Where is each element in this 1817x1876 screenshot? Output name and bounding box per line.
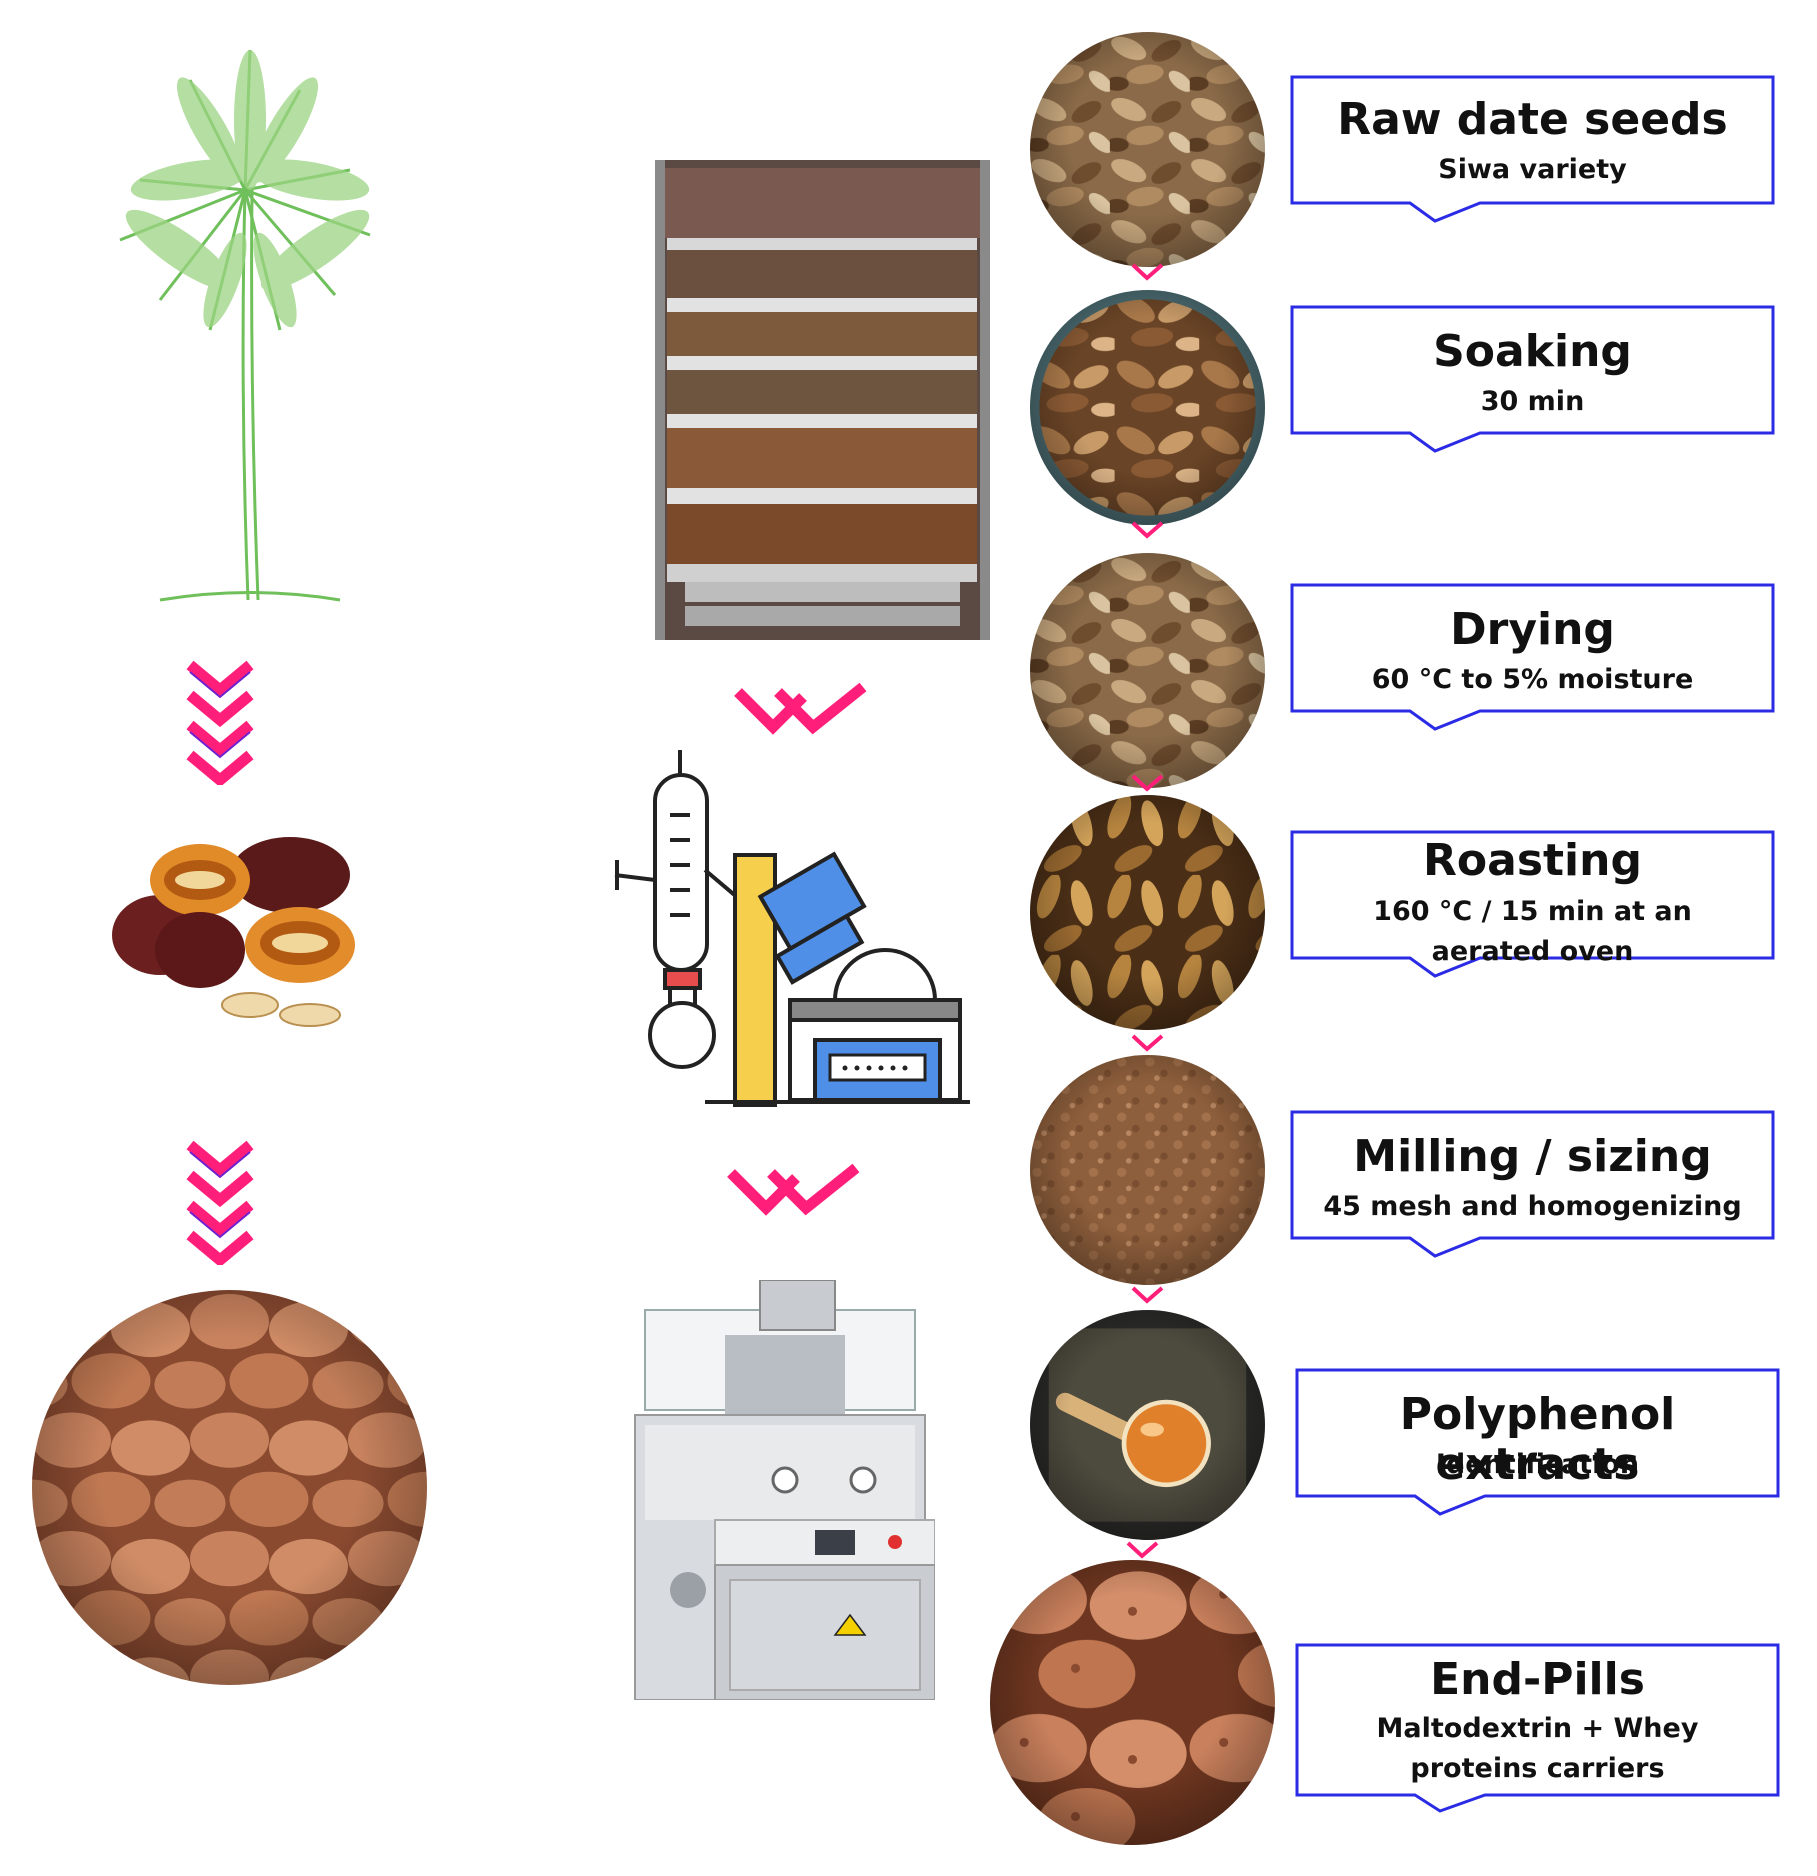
step-title: Roasting [1423, 835, 1642, 886]
raw-date-seeds-image [1030, 32, 1265, 267]
step-box-soaking: Soaking 30 min [1290, 305, 1775, 453]
step-subtitle: 45 mesh and homogenizing [1323, 1191, 1742, 1222]
tablets-pile-image [32, 1290, 427, 1685]
end-pills-image [990, 1560, 1275, 1845]
step-title: Soaking [1433, 326, 1632, 377]
connector-chevron-icon [1130, 1033, 1165, 1053]
chevron-down-icon [733, 682, 868, 737]
connector-chevron-icon [1125, 1540, 1160, 1560]
chevron-down-icon [726, 1163, 861, 1218]
chevron-down-icon [185, 660, 255, 785]
step-box-end-pills: End-Pills Maltodextrin + Whey proteins c… [1295, 1643, 1780, 1813]
step-title: End-Pills [1430, 1654, 1645, 1705]
step-subtitle: Maltodextrin + Whey proteins carriers [1376, 1713, 1699, 1784]
roasted-seeds-image [1030, 795, 1265, 1030]
step-title: Drying [1450, 604, 1615, 655]
step-box-polyphenol-extracts: Polyphenol extracts Identification [1295, 1368, 1780, 1516]
step-box-milling-sizing: Milling / sizing 45 mesh and homogenizin… [1290, 1110, 1775, 1258]
step-title: Polyphenol extracts [1399, 1389, 1676, 1490]
step-box-drying: Drying 60 °C to 5% moisture [1290, 583, 1775, 731]
step-subtitle: 30 min [1480, 386, 1585, 417]
step-box-roasting: Roasting 160 °C / 15 min at an aerated o… [1290, 830, 1775, 978]
connector-chevron-icon [1130, 1285, 1165, 1305]
step-title: Raw date seeds [1337, 94, 1728, 145]
rotary-evaporator-icon [605, 750, 975, 1115]
connector-chevron-icon [1130, 773, 1165, 793]
chevron-down-icon [185, 1140, 255, 1265]
step-title: Milling / sizing [1353, 1131, 1712, 1182]
step-subtitle: Identification [1435, 1449, 1640, 1480]
dates-fruit-icon [105, 825, 365, 1040]
step-box-raw-date-seeds: Raw date seeds Siwa variety [1290, 75, 1775, 223]
polyphenol-extract-flask-image [1030, 1310, 1265, 1540]
connector-chevron-icon [1130, 520, 1165, 540]
milled-powder-image [1030, 1055, 1265, 1285]
drying-oven-trays-icon [655, 160, 990, 640]
step-subtitle: 60 °C to 5% moisture [1371, 664, 1694, 695]
tablet-press-machine-icon [625, 1280, 935, 1700]
palm-tree-icon [100, 40, 390, 630]
connector-chevron-icon [1130, 262, 1165, 282]
dried-seeds-image [1030, 553, 1265, 788]
step-subtitle: Siwa variety [1438, 154, 1627, 185]
soaking-seeds-image [1030, 290, 1265, 525]
step-subtitle: 160 °C / 15 min at an aerated oven [1373, 896, 1692, 967]
